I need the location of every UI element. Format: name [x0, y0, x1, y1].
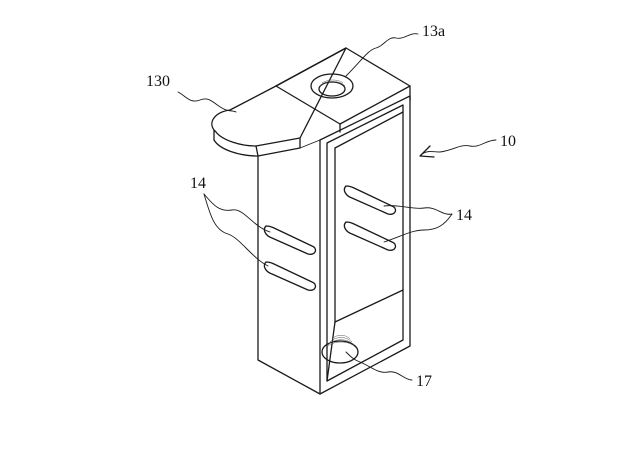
- label-14-left: 14: [190, 175, 206, 192]
- label-13a: 13a: [422, 23, 445, 40]
- leader-14-left-a: [204, 194, 270, 232]
- slots-left-panel: [264, 226, 315, 290]
- label-14-right: 14: [456, 207, 472, 224]
- leader-14-right-b: [384, 214, 452, 242]
- leader-130: [178, 92, 236, 112]
- label-10: 10: [500, 133, 516, 150]
- top-hole: [311, 74, 353, 98]
- label-130: 130: [146, 73, 170, 90]
- tab-plate: [212, 48, 346, 156]
- leader-10: [422, 140, 496, 154]
- label-17: 17: [416, 373, 432, 390]
- leader-lines: [178, 34, 496, 380]
